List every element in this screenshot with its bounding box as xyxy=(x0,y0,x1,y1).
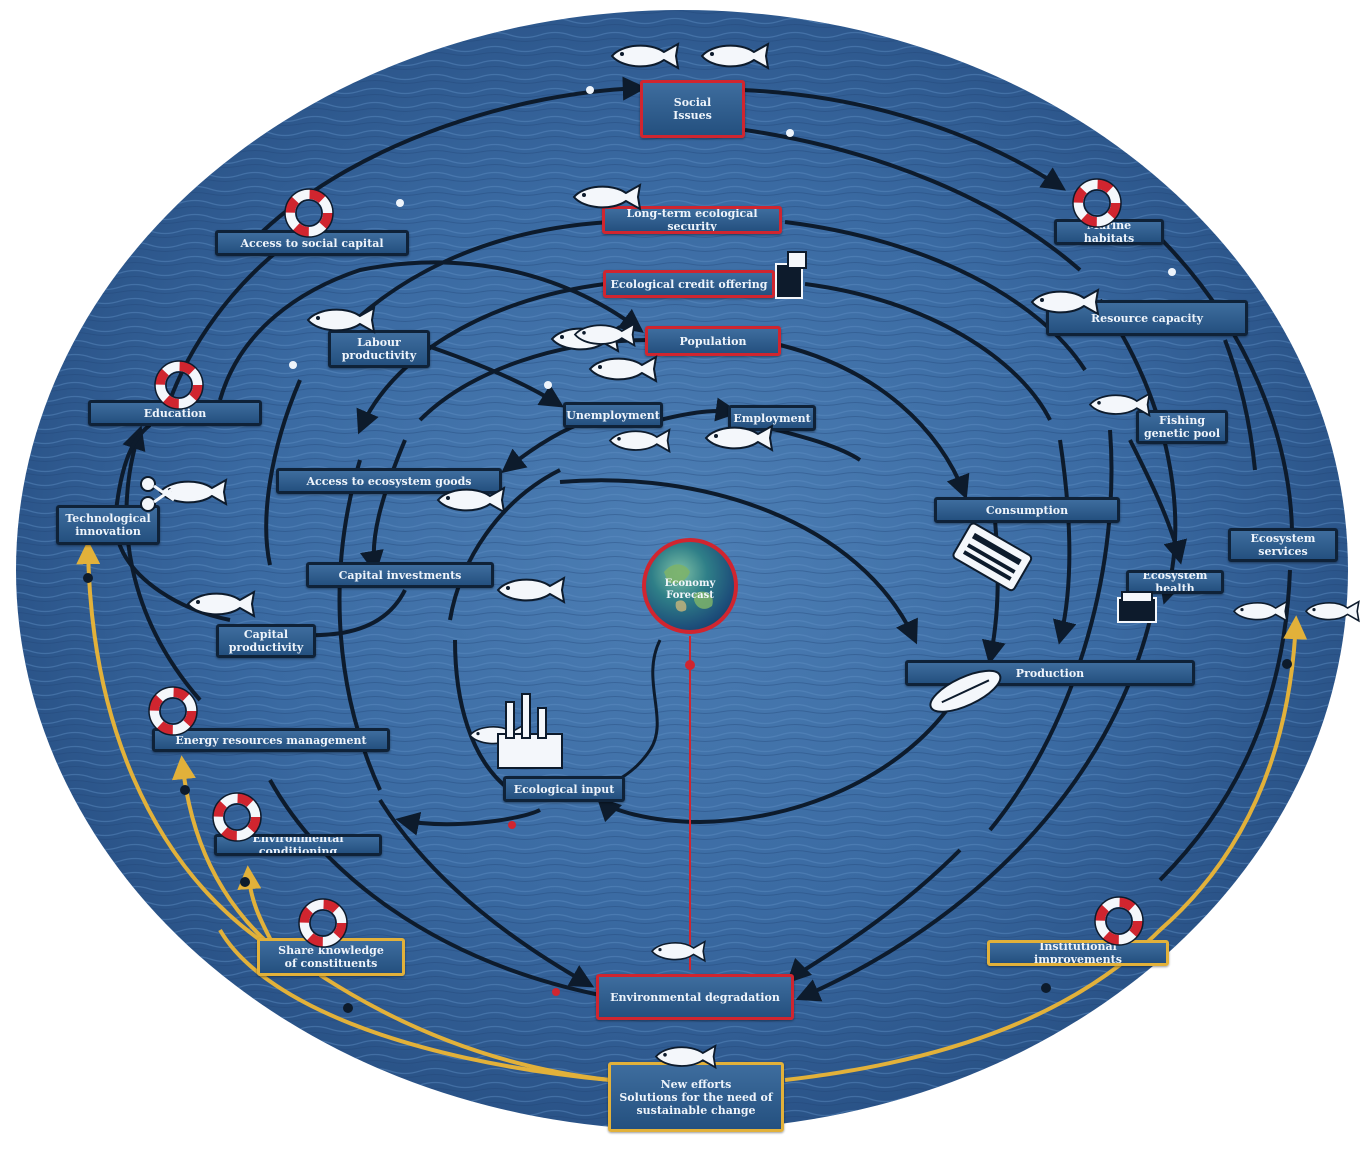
node-ecological-credit-offering: Ecological credit offering xyxy=(603,270,775,298)
node-unemployment: Unemployment xyxy=(563,402,663,428)
node-population: Population xyxy=(645,326,781,356)
node-institutional-improvements: Institutional improvements xyxy=(987,940,1169,966)
node-resource-capacity: Resource capacity xyxy=(1046,300,1248,336)
node-marine-habitats: Marine habitats xyxy=(1054,219,1164,245)
gold-loops xyxy=(76,540,1308,1082)
node-long-term-ecological-security: Long-term ecological security xyxy=(602,206,782,234)
node-environmental-conditioning: Environmental conditioning xyxy=(214,834,382,856)
node-access-to-ecosystem-goods: Access to ecosystem goods xyxy=(276,468,502,494)
node-social-issues: Social Issues xyxy=(640,80,745,138)
node-ecosystem-degradation: Environmental degradation xyxy=(596,974,794,1020)
node-employment: Employment xyxy=(728,405,816,431)
node-new-efforts: New efforts Solutions for the need of su… xyxy=(608,1062,784,1132)
node-capital-productivity: Capital productivity xyxy=(216,624,316,658)
node-ecological-input: Ecological input xyxy=(503,776,625,802)
node-share-knowledge: Share knowledge of constituents xyxy=(257,938,405,976)
node-energy-resources-management: Energy resources management xyxy=(152,728,390,752)
node-education: Education xyxy=(88,400,262,426)
core-label: Economy Forecast xyxy=(664,578,716,601)
node-consumption: Consumption xyxy=(934,497,1120,523)
node-fishing-genetic-pool: Fishing genetic pool xyxy=(1136,410,1228,444)
node-access-to-social-capital: Access to social capital xyxy=(215,230,409,256)
node-ecosystem-health: Ecosystem health xyxy=(1126,570,1224,594)
earth-globe-icon: Economy Forecast xyxy=(642,538,738,634)
link-markers xyxy=(83,86,1292,1013)
node-production: Production xyxy=(905,660,1195,686)
node-technological-innovation: Technological innovation xyxy=(56,505,160,545)
node-capital-investments: Capital investments xyxy=(306,562,494,588)
node-labour-productivity: Labour productivity xyxy=(328,330,430,368)
node-ecosystem-services: Ecosystem services xyxy=(1228,528,1338,562)
